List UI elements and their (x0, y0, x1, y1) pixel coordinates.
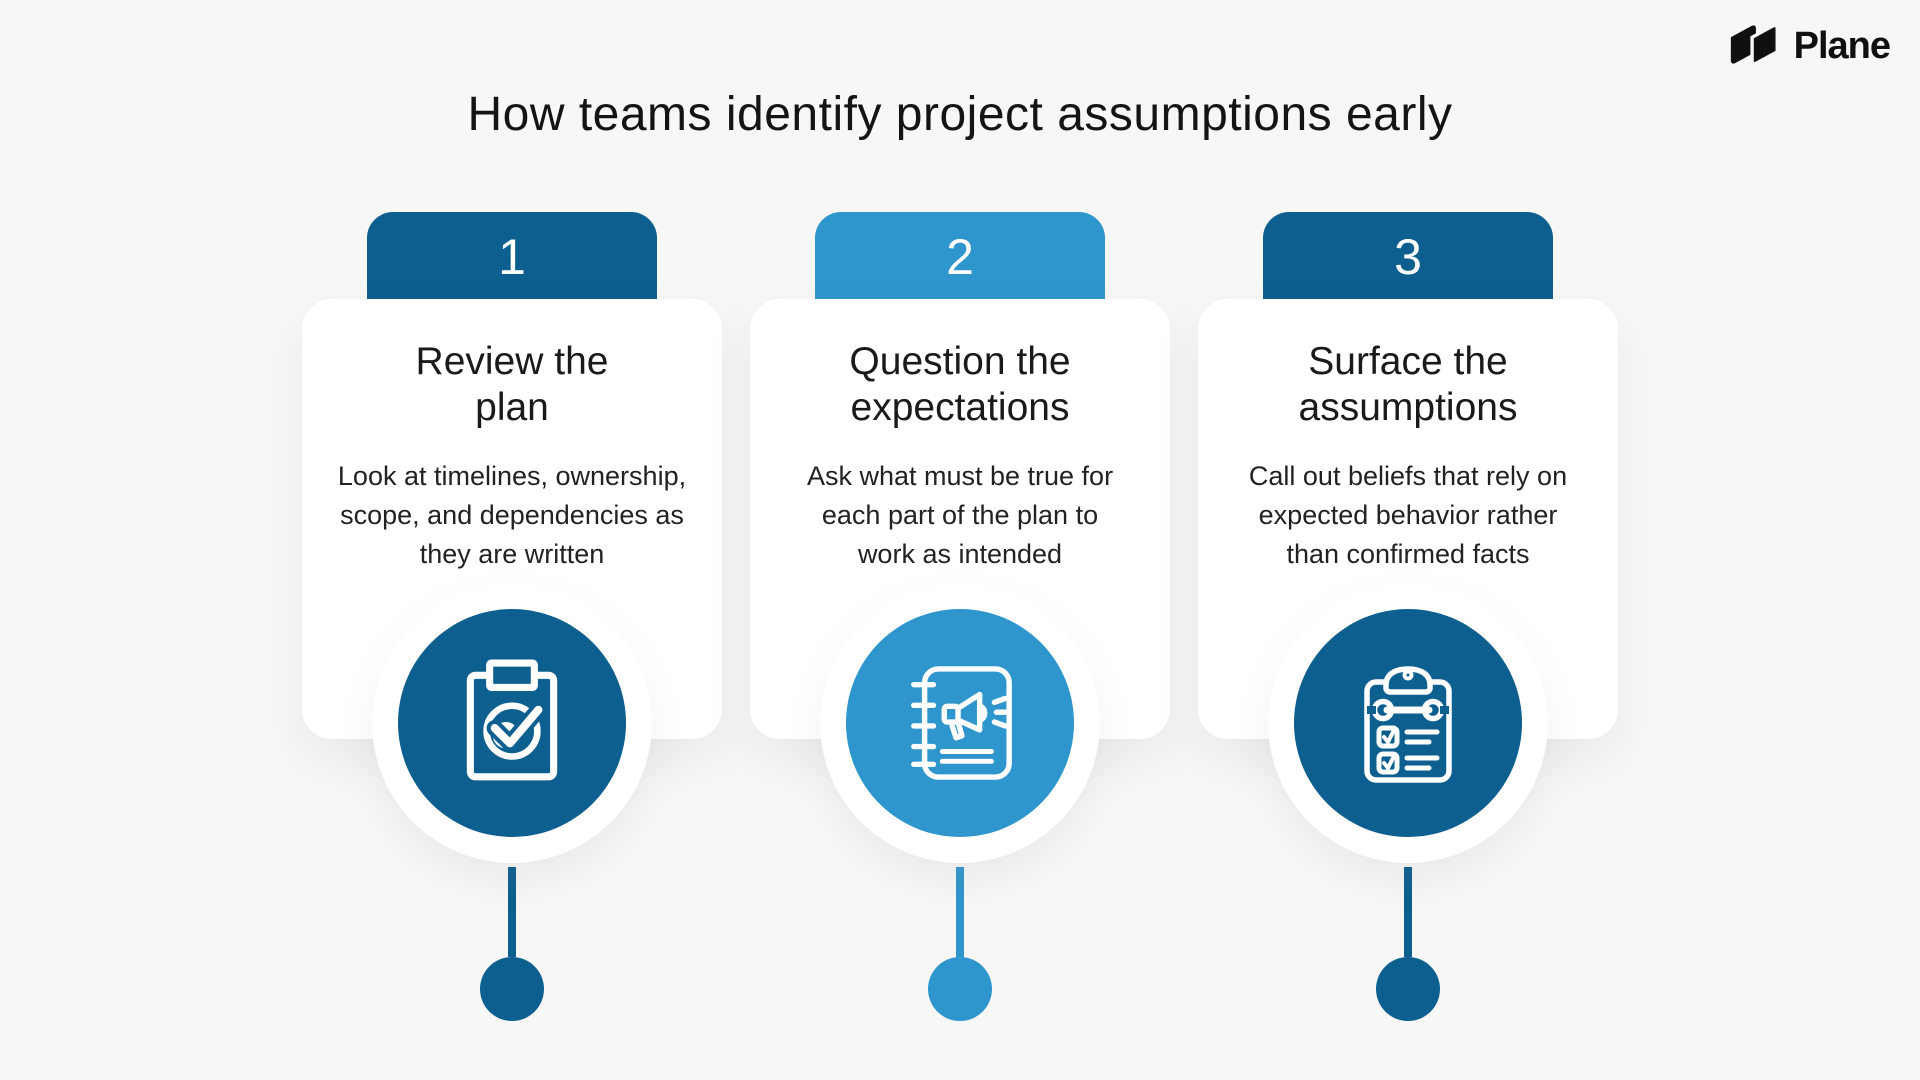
step-panel: Surface the assumptions Call out beliefs… (1198, 299, 1618, 739)
step-card-2: 2 Question the expectations Ask what mus… (750, 212, 1170, 1024)
page-title: How teams identify project assumptions e… (467, 88, 1453, 141)
step-number: 2 (946, 229, 974, 285)
step-title: Question the expectations (849, 340, 1071, 429)
step-description: Look at timelines, ownership, scope, and… (337, 461, 687, 569)
step-card-1: 1 Review the plan Look at timelines, own… (302, 212, 722, 1024)
connector-dot (480, 957, 544, 1021)
connector-line (508, 867, 516, 957)
step-card-3: 3 Surface the assumptions Call out belie… (1198, 212, 1618, 1024)
connector-dot (1376, 957, 1440, 1021)
connector-line (1404, 867, 1412, 957)
step-number: 1 (498, 229, 526, 285)
step-title: Review the plan (415, 340, 609, 429)
steps-row: 1 Review the plan Look at timelines, own… (0, 212, 1920, 1024)
connector-line (956, 867, 964, 957)
step-title: Surface the assumptions (1298, 340, 1518, 429)
step-number: 3 (1394, 229, 1422, 285)
logo-brand-text: Plane (1793, 24, 1891, 67)
clipboard-checklist-icon (1294, 609, 1522, 837)
clipboard-check-icon (398, 609, 626, 837)
step-description: Ask what must be true for each part of t… (806, 461, 1114, 569)
connector-dot (928, 957, 992, 1021)
step-description: Call out beliefs that rely on expected b… (1248, 461, 1568, 569)
plane-logo-mark-icon (1730, 23, 1779, 66)
plane-logo: Plane (1726, 22, 1891, 70)
notebook-megaphone-icon (846, 609, 1074, 837)
